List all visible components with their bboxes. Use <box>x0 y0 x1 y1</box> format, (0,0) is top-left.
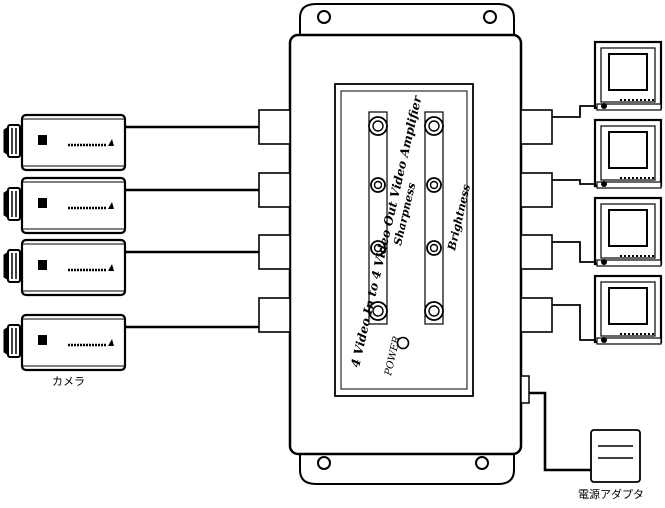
input-jack <box>258 172 291 208</box>
brightness-strip <box>424 111 444 325</box>
monitor-cable <box>552 105 600 118</box>
power-adapter-label: 電源アダプタ <box>578 487 644 501</box>
input-jacks <box>258 109 291 333</box>
output-jack <box>520 234 553 270</box>
input-jack <box>258 234 291 270</box>
top-right-screw-hole <box>483 10 497 24</box>
camera <box>3 113 259 172</box>
monitor-cable <box>552 179 600 185</box>
top-mounting-flange <box>299 3 515 37</box>
camera <box>3 238 259 297</box>
monitor-cable <box>552 241 600 263</box>
camera-badge <box>38 135 47 145</box>
monitor-screen <box>608 209 648 247</box>
monitor <box>552 118 663 189</box>
input-jack <box>258 109 291 145</box>
output-jack <box>520 297 553 333</box>
knob-inner <box>372 120 384 132</box>
bottom-mounting-flange <box>299 451 515 485</box>
power-adapter <box>529 391 641 483</box>
camera-logo-mark <box>108 139 114 146</box>
output-jacks <box>520 109 553 333</box>
monitor-base <box>596 259 662 267</box>
monitor-screen <box>608 53 648 91</box>
camera-lens-ring <box>7 249 21 283</box>
monitor-connector <box>601 259 607 265</box>
power-adapter-body <box>590 429 641 483</box>
camera <box>3 313 259 372</box>
control-panel-inner <box>340 90 468 390</box>
monitor-base <box>596 337 662 345</box>
monitor-connector <box>601 181 607 187</box>
top-left-screw-hole <box>317 10 331 24</box>
amplifier-unit: 4 Video In to 4 Video Out Video Amplifie… <box>258 3 553 485</box>
camera <box>3 176 259 235</box>
knob-inner <box>428 120 440 132</box>
camera-label: カメラ <box>52 375 85 388</box>
monitor-base <box>596 181 662 189</box>
bottom-left-screw-hole <box>317 456 331 470</box>
monitor-connector <box>601 103 607 109</box>
camera-badge <box>38 198 47 208</box>
bottom-right-screw-hole <box>475 456 489 470</box>
camera-lens-ring <box>7 324 21 358</box>
sharpness-strip <box>368 111 388 325</box>
monitor <box>552 40 663 118</box>
monitor-connector <box>601 337 607 343</box>
monitor <box>552 274 663 345</box>
monitor <box>552 196 663 267</box>
camera-logo-mark <box>108 202 114 209</box>
camera-body <box>20 113 127 172</box>
power-indicator-led <box>396 336 410 350</box>
power-jack <box>520 375 530 404</box>
camera-logo-mark <box>108 264 114 271</box>
knob-inner <box>372 305 384 317</box>
monitor-cable <box>552 304 600 341</box>
knob-inner <box>429 180 439 190</box>
output-jack <box>520 109 553 145</box>
input-jack <box>258 297 291 333</box>
output-jack <box>520 172 553 208</box>
camera-lens-ring <box>7 124 21 158</box>
camera-body <box>20 176 127 235</box>
camera-group <box>3 113 259 372</box>
camera-body <box>20 313 127 372</box>
knob-inner <box>428 305 440 317</box>
monitor-group <box>552 40 663 345</box>
camera-body <box>20 238 127 297</box>
monitor-base <box>596 103 662 111</box>
knob-inner <box>373 243 383 253</box>
knob-inner <box>373 180 383 190</box>
knob-inner <box>429 243 439 253</box>
camera-badge <box>38 260 47 270</box>
camera-logo-mark <box>108 339 114 346</box>
power-cable <box>529 391 591 472</box>
monitor-screen <box>608 287 648 325</box>
camera-lens-ring <box>7 187 21 221</box>
camera-badge <box>38 335 47 345</box>
monitor-screen <box>608 131 648 169</box>
knob-group <box>368 116 444 321</box>
